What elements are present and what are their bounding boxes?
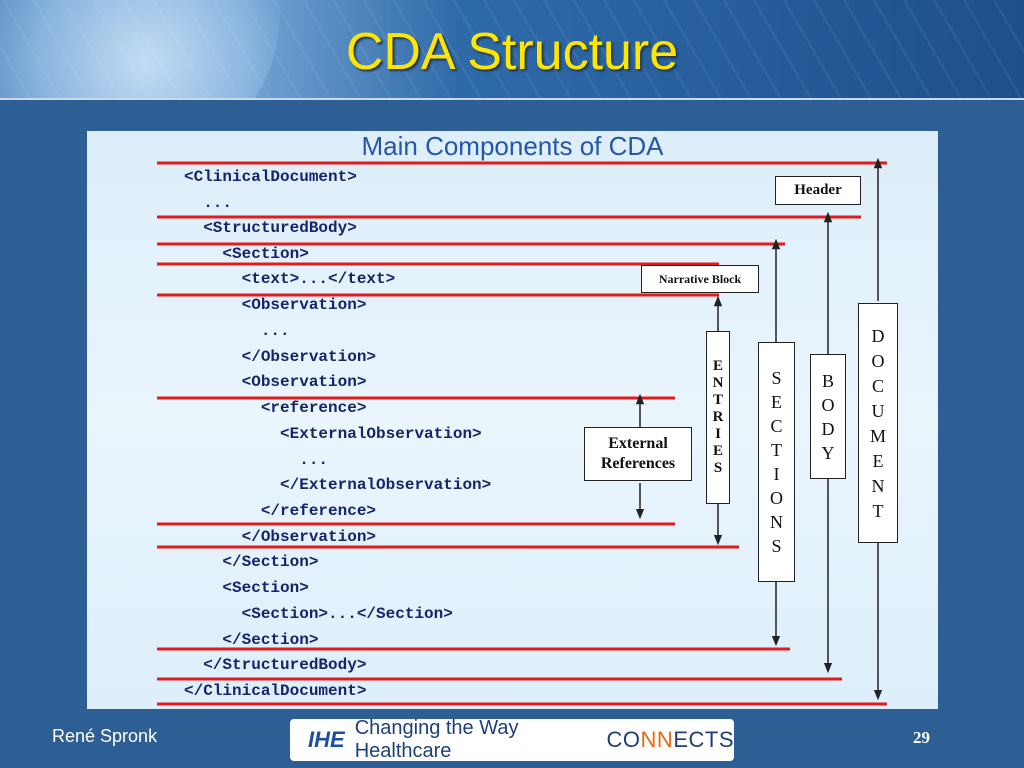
code-line: </ExternalObservation>: [184, 476, 492, 494]
code-line: </Section>: [184, 553, 319, 571]
bracket-arrows: [635, 157, 883, 701]
narrative-block-label: Narrative Block: [641, 265, 759, 293]
logo-connects: CONNECTS: [607, 727, 734, 753]
header-label: Header: [775, 176, 861, 205]
logo-tagline: Changing the Way Healthcare: [354, 717, 519, 762]
entries-letter: R: [712, 409, 724, 425]
code-line: ...: [184, 322, 290, 340]
code-line: </Observation>: [184, 348, 377, 366]
header-label-text: Header: [794, 182, 842, 198]
banner-divider: [0, 98, 1024, 100]
globe-image: [0, 0, 280, 100]
code-line: </StructuredBody>: [184, 656, 367, 674]
entries-letter: S: [713, 460, 723, 476]
logo-connects-mid: NN: [640, 727, 674, 752]
code-line: ...: [184, 451, 329, 469]
code-line: <ClinicalDocument>: [184, 168, 357, 186]
sections-letter: S: [771, 368, 782, 388]
document-letter: E: [872, 450, 884, 471]
document-letter: O: [871, 350, 885, 371]
ihe-logo-mark: IHE: [308, 727, 345, 752]
body-letter: O: [821, 394, 835, 415]
sections-letter: E: [771, 392, 782, 412]
sections-letter: I: [773, 464, 780, 484]
entries-letter: E: [712, 358, 723, 374]
document-letter: U: [871, 400, 885, 421]
body-letter: Y: [821, 442, 835, 463]
entries-letter: E: [712, 443, 723, 459]
sections-letter: O: [770, 488, 783, 508]
code-line: <Observation>: [184, 296, 367, 314]
external-references-line2: References: [600, 455, 676, 472]
narrative-block-text: Narrative Block: [658, 272, 742, 286]
document-letter: C: [871, 375, 884, 396]
document-letter: T: [872, 500, 884, 521]
code-line: </Observation>: [184, 528, 377, 546]
page-number: 29: [913, 728, 930, 747]
title-banner: [0, 0, 1024, 100]
code-line: ...: [184, 194, 233, 212]
code-line: <ExternalObservation>: [184, 425, 482, 443]
code-line: <text>...</text>: [184, 270, 396, 288]
slide-title: CDA Structure: [345, 23, 679, 81]
document-letter: N: [871, 475, 885, 496]
document-letter: D: [871, 325, 885, 346]
external-references-line1: External: [608, 435, 668, 452]
entries-letter: N: [712, 375, 724, 391]
code-line: <Section>: [184, 245, 309, 263]
diagram-panel: Main Components of CDA <ClinicalDocument…: [87, 131, 938, 709]
entries-letter: I: [715, 426, 721, 442]
logo-connects-pre: CO: [606, 727, 641, 752]
code-line: <StructuredBody>: [184, 219, 357, 237]
sections-letter: T: [771, 440, 782, 460]
code-line: </reference>: [184, 502, 377, 520]
sections-letter: S: [771, 536, 782, 556]
external-references-label: External References: [584, 427, 692, 481]
code-line: <Section>...</Section>: [184, 605, 453, 623]
diagram-title: Main Components of CDA: [361, 131, 664, 161]
body-letter: D: [821, 418, 835, 439]
body-letter: B: [821, 370, 834, 391]
separator-lines: [157, 161, 887, 706]
code-line: <Observation>: [184, 373, 367, 391]
code-line: <reference>: [184, 399, 367, 417]
document-letter: M: [869, 425, 886, 446]
ihe-logo-banner: IHE Changing the Way Healthcare CONNECTS: [290, 717, 734, 762]
author-name: René Spronk: [52, 726, 158, 746]
code-line: </ClinicalDocument>: [184, 682, 367, 700]
diagram-canvas: [157, 157, 887, 706]
sections-letter: N: [770, 512, 783, 532]
sections-letter: C: [770, 416, 783, 436]
code-line: </Section>: [184, 631, 319, 649]
entries-letter: T: [712, 392, 723, 408]
logo-connects-post: ECTS: [673, 727, 734, 752]
code-line: <Section>: [184, 579, 309, 597]
banner-texture: [0, 0, 1024, 100]
